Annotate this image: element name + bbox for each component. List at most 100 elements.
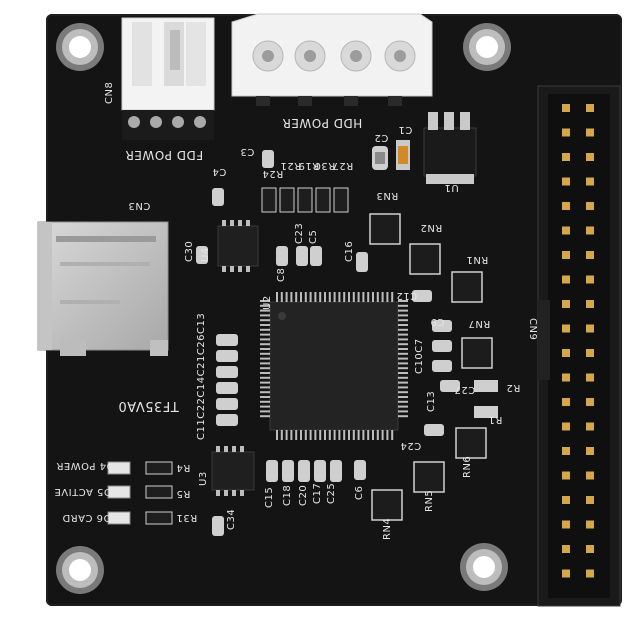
qfp-pin: [352, 292, 355, 302]
ide-pin: [562, 349, 570, 357]
qfp-pin: [348, 430, 350, 440]
ide-pin: [562, 373, 570, 382]
label-led-active: LED5 ACTIVE: [54, 486, 125, 497]
qfp-pin: [260, 352, 270, 355]
qfp-pin: [260, 348, 270, 350]
label-c34: C34: [226, 508, 237, 530]
qfp-pin: [348, 292, 350, 302]
ide-pin: [562, 251, 570, 259]
ide-pin: [586, 569, 594, 578]
ide-pin: [562, 569, 570, 578]
qfp-pin: [367, 292, 370, 302]
qfp-pin: [290, 292, 293, 302]
qfp-pin: [260, 396, 270, 398]
qfp-pin: [314, 292, 317, 302]
label-c2: C2: [374, 132, 389, 143]
ide-pin: [586, 349, 594, 357]
qfp-pin: [333, 430, 336, 440]
ide-pin: [562, 471, 570, 480]
qfp-pin: [391, 430, 394, 440]
qfp-pin: [398, 343, 408, 346]
qfp-pin: [343, 430, 346, 440]
qfp-pin: [398, 372, 408, 374]
ide-pin: [586, 545, 594, 553]
ide-pin: [562, 398, 570, 406]
ide-pin: [562, 275, 570, 284]
ide-pin: [562, 422, 570, 431]
qfp-pin: [398, 309, 408, 312]
qfp-pin: [398, 352, 408, 355]
capacitor-c2: [372, 146, 388, 170]
qfp-pin: [276, 292, 278, 302]
qfp-pin: [398, 405, 408, 408]
qfp-pin: [352, 430, 355, 440]
qfp-pin: [333, 292, 336, 302]
label-rn7: RN7: [468, 318, 491, 329]
ide-pin: [562, 496, 570, 504]
ic-u3: [211, 446, 255, 496]
label-c17: C17: [312, 482, 323, 504]
resistor-row-top: [261, 187, 349, 213]
label-c10c7: C10C7: [414, 338, 425, 374]
label-c6: C6: [354, 485, 365, 500]
qfp-pin: [362, 292, 365, 302]
label-model: TF35VA0: [118, 398, 179, 413]
label-u3: U3: [198, 471, 209, 486]
status-leds: [107, 461, 173, 525]
qfp-pin: [381, 430, 384, 440]
sd-card-slot-cn3: [37, 221, 169, 356]
qfp-pin: [309, 292, 312, 302]
ide-pin: [562, 226, 570, 235]
qfp-pin: [398, 400, 408, 403]
label-c25: C25: [326, 482, 337, 504]
label-rn4: RN4: [382, 517, 393, 540]
qfp-pin: [398, 391, 408, 394]
fdd-power-connector: [121, 17, 215, 140]
ide-pin: [562, 300, 570, 308]
qfp-pin: [398, 314, 408, 317]
qfp-pin: [398, 338, 408, 341]
qfp-pin: [376, 430, 379, 440]
qfp-pin: [295, 292, 298, 302]
qfp-pin: [285, 292, 288, 302]
label-c4: C4: [212, 166, 227, 177]
ide-pin: [586, 373, 594, 382]
qfp-pin: [398, 415, 408, 418]
qfp-pin: [285, 430, 288, 440]
qfp-pin: [260, 367, 270, 370]
label-c8: C8: [276, 267, 287, 282]
ide-pin: [562, 447, 570, 455]
label-led-power: LED4 POWER: [56, 460, 128, 471]
ide-pin: [586, 447, 594, 455]
qfp-pin: [260, 333, 270, 336]
ide-pin: [562, 545, 570, 553]
label-rn3: RN3: [376, 190, 399, 201]
qfp-pin: [398, 304, 408, 307]
voltage-regulator-u1: [423, 112, 477, 184]
qfp-pin: [398, 319, 408, 322]
label-c9: C9: [430, 316, 445, 327]
qfp-pin: [300, 292, 302, 302]
qfp-pin: [309, 430, 312, 440]
label-rn1: RN1: [466, 254, 489, 265]
label-r1: R1: [488, 414, 503, 425]
ide-pin: [586, 300, 594, 308]
qfp-pin: [260, 314, 270, 317]
label-c27: C27: [454, 384, 476, 395]
mounting-hole-bottom-right: [460, 543, 508, 591]
qfp-pin: [260, 405, 270, 408]
label-r27: R27: [332, 160, 354, 171]
qfp-pin: [260, 309, 270, 312]
ide-pin: [562, 153, 570, 161]
ide-pin: [586, 275, 594, 284]
label-c12: C12: [396, 290, 418, 301]
ide-pin: [586, 324, 594, 333]
qfp-pin: [319, 292, 322, 302]
label-c24: C24: [400, 440, 422, 451]
qfp-pin: [398, 357, 408, 360]
qfp-pin: [260, 376, 270, 379]
ide-pin: [586, 153, 594, 161]
ide-header-cn9: [537, 85, 621, 607]
